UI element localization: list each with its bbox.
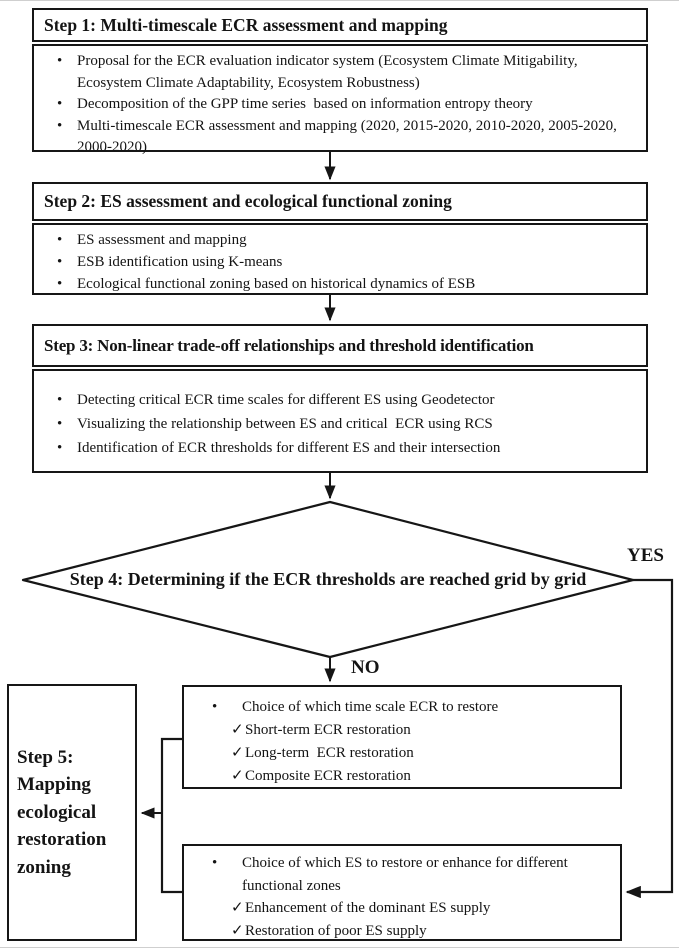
check-icon: ✓: [231, 922, 244, 939]
step1-header: Step 1: Multi-timescale ECR assessment a…: [32, 8, 648, 42]
step2-bullet-2: ESB identification using K-means: [77, 254, 283, 270]
page-top-edge: [0, 0, 679, 1]
step1-title: Step 1: Multi-timescale ECR assessment a…: [44, 14, 448, 35]
es-restore-bullet: Choice of which ES to restore or enhance…: [242, 855, 572, 894]
step5-box: Step 5: Mapping ecological restoration z…: [7, 684, 137, 941]
step3-bullet-2: Visualizing the relationship between ES …: [77, 416, 493, 432]
step3-header: Step 3: Non-linear trade-off relationshi…: [32, 324, 648, 367]
step2-body: • ES assessment and mapping • ESB identi…: [32, 223, 648, 295]
ecr-check-2: Long-term ECR restoration: [245, 745, 414, 761]
bullet-icon: •: [57, 53, 63, 69]
check-item: ✓ Composite ECR restoration: [184, 765, 618, 788]
bullet-icon: •: [57, 117, 63, 134]
check-item: ✓ Restoration of poor ES supply: [184, 920, 618, 943]
step3-title: Step 3: Non-linear trade-off relationshi…: [44, 335, 534, 355]
bullet-icon: •: [57, 276, 63, 292]
no-branch-label: NO: [351, 657, 380, 678]
list-item: • ES assessment and mapping: [34, 229, 638, 251]
ecr-restore-bullet: Choice of which time scale ECR to restor…: [242, 699, 499, 715]
check-icon: ✓: [231, 768, 244, 784]
page-bottom-edge: [0, 947, 679, 948]
bullet-icon: •: [57, 416, 63, 432]
bullet-icon: •: [212, 855, 218, 871]
list-item: • Choice of which ES to restore or enhan…: [184, 852, 618, 897]
list-item: • Multi-timescale ECR assessment and map…: [34, 116, 638, 159]
step1-bullet-2: Decomposition of the GPP time series bas…: [77, 96, 533, 112]
bullet-icon: •: [57, 96, 63, 112]
check-icon: ✓: [231, 900, 244, 916]
step2-title: Step 2: ES assessment and ecological fun…: [44, 191, 452, 211]
bullet-icon: •: [57, 254, 63, 270]
bullet-icon: •: [57, 392, 63, 408]
bullet-icon: •: [57, 440, 63, 456]
ecr-check-3: Composite ECR restoration: [245, 768, 411, 784]
step3-body: • Detecting critical ECR time scales for…: [32, 369, 648, 473]
list-item: • Decomposition of the GPP time series b…: [34, 94, 638, 116]
check-icon: ✓: [231, 722, 244, 738]
list-item: • Visualizing the relationship between E…: [34, 412, 638, 436]
list-item: • Detecting critical ECR time scales for…: [34, 388, 638, 412]
step1-bullet-3: Multi-timescale ECR assessment and mappi…: [77, 117, 621, 156]
step2-bullet-3: Ecological functional zoning based on hi…: [77, 276, 476, 292]
es-restore-box: • Choice of which ES to restore or enhan…: [182, 844, 622, 941]
check-icon: ✓: [231, 745, 244, 761]
list-item: • Ecological functional zoning based on …: [34, 273, 638, 295]
step5-title: Step 5: Mapping ecological restoration z…: [17, 746, 107, 878]
arrow-yes-branch: [625, 578, 674, 899]
yes-branch-label: YES: [627, 545, 664, 566]
step3-bullet-1: Detecting critical ECR time scales for d…: [77, 392, 495, 408]
bullet-icon: •: [212, 699, 218, 715]
list-item: • ESB identification using K-means: [34, 251, 638, 273]
step2-bullet-1: ES assessment and mapping: [77, 232, 247, 248]
ecr-check-1: Short-term ECR restoration: [245, 722, 411, 738]
step3-bullet-3: Identification of ECR thresholds for dif…: [77, 440, 501, 456]
check-item: ✓ Long-term ECR restoration: [184, 742, 618, 765]
step1-body: • Proposal for the ECR evaluation indica…: [32, 44, 648, 155]
es-check-1: Enhancement of the dominant ES supply: [245, 900, 491, 916]
list-item: • Choice of which time scale ECR to rest…: [184, 696, 618, 719]
merge-bracket: [160, 737, 182, 894]
list-item: • Proposal for the ECR evaluation indica…: [34, 51, 638, 94]
check-item: ✓ Enhancement of the dominant ES supply: [184, 897, 618, 920]
step1-bullet-1: Proposal for the ECR evaluation indicato…: [77, 53, 582, 91]
step4-title: Step 4: Determining if the ECR threshold…: [69, 569, 587, 589]
check-item: ✓ Short-term ECR restoration: [184, 719, 618, 742]
ecr-restore-box: • Choice of which time scale ECR to rest…: [182, 685, 622, 789]
es-check-2: Restoration of poor ES supply: [245, 922, 427, 939]
bullet-icon: •: [57, 232, 63, 248]
list-item: • Identification of ECR thresholds for d…: [34, 436, 638, 460]
step2-header: Step 2: ES assessment and ecological fun…: [32, 182, 648, 221]
